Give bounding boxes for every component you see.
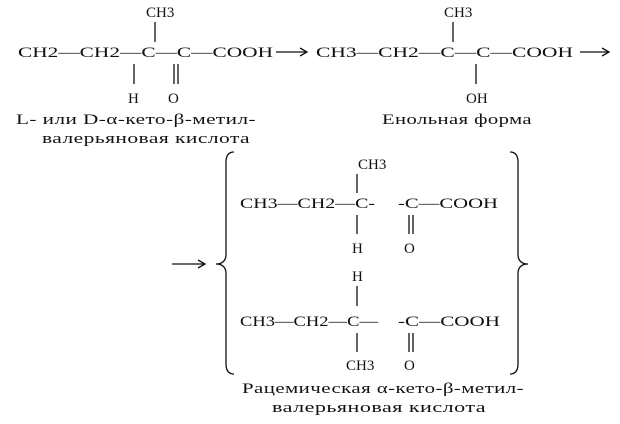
keto-caption-line1: L- или D-α-кето-β-метил-	[16, 112, 256, 128]
racemate-bottom-o-label: O	[404, 358, 415, 374]
racemate-bottom-structure: H CH3—CH2—C— -C—COOH CH3 O	[240, 269, 500, 374]
racemate-top-h-label: H	[352, 241, 363, 257]
arrow-keto-to-enol	[276, 47, 309, 57]
racemate-top-structure: CH3 CH3—CH2—C- -C—COOH H O	[240, 157, 498, 257]
racemic-caption-line1: Рацемическая α-кето-β-метил-	[242, 381, 524, 397]
racemate-bottom-h-label: H	[352, 269, 363, 285]
racemate-bracket-right	[509, 151, 529, 375]
racemate-top-o-label: O	[404, 241, 415, 257]
racemate-bottom-chain-left: CH3—CH2—C—	[240, 314, 379, 330]
keto-main-chain: CH2—CH2—C—C—COOH	[18, 45, 273, 61]
enol-caption: Енольная форма	[382, 112, 532, 128]
arrow-to-racemate	[172, 259, 207, 269]
enol-main-chain: CH3—CH2—C—C—COOH	[316, 45, 573, 61]
enol-ch3-label: CH3	[444, 5, 472, 21]
keto-ch3-label: CH3	[146, 5, 174, 21]
keto-o-label: O	[168, 91, 179, 107]
racemate-bottom-ch3-label: CH3	[346, 358, 374, 374]
racemate-bottom-chain-right: -C—COOH	[398, 314, 500, 330]
enol-form-structure: CH3 CH3—CH2—C—C—COOH OH	[316, 5, 573, 107]
keto-acid-structure: CH3 CH2—CH2—C—C—COOH H O	[18, 5, 273, 107]
racemate-top-ch3-label: CH3	[358, 157, 386, 173]
racemate-top-chain-right: -C—COOH	[398, 196, 498, 212]
arrow-enol-continue	[580, 47, 611, 57]
keto-h-label: H	[128, 91, 139, 107]
enol-oh-label: OH	[466, 91, 488, 107]
racemic-caption-line2: валерьяновая кислота	[272, 400, 486, 416]
keto-caption-line2: валерьяновая кислота	[42, 131, 250, 147]
racemate-top-chain-left: CH3—CH2—C-	[240, 196, 375, 212]
racemate-bracket-left	[215, 151, 235, 375]
